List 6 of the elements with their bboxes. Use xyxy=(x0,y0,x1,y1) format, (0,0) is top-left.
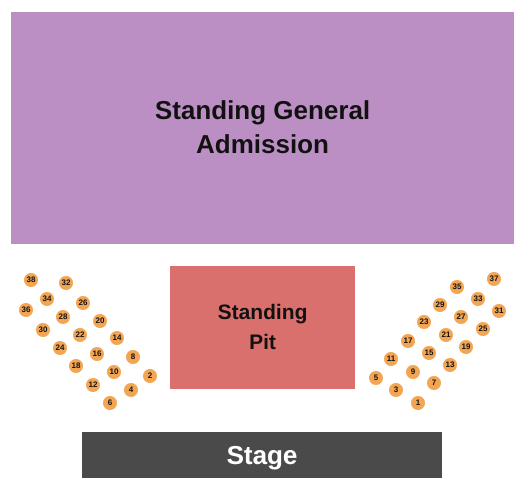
stage-area xyxy=(82,432,442,478)
stage-label: Stage xyxy=(226,438,298,472)
standing-area xyxy=(11,12,514,244)
pit-area xyxy=(170,266,355,389)
section-label: Standing Pit xyxy=(216,300,308,356)
section-label: Standing General Admission xyxy=(154,94,372,161)
